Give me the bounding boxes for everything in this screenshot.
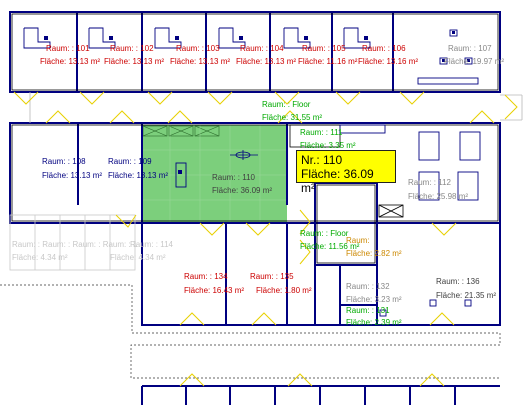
floor-top-name: Raum: : Floor — [262, 100, 311, 109]
room-109-area: Fläche: 13.13 m² — [108, 171, 169, 180]
room-107-area: Fläche: 19.97 m² — [444, 57, 505, 66]
room-135-area: Fläche: 1.80 m² — [256, 286, 312, 295]
room-108-area: Fläche: 13.13 m² — [42, 171, 103, 180]
door-swings — [13, 91, 518, 387]
room-112-area: Fläche: 25.98 m² — [408, 192, 469, 201]
corridor — [29, 92, 523, 123]
room-110-hatch — [142, 125, 220, 137]
ghost-rooms-name: Raum: : Raum: : Raum: : Raum: : 1 — [12, 240, 138, 249]
room-135-name: Raum: : 135 — [250, 272, 294, 281]
room-102-name: Raum: : 102 — [110, 44, 154, 53]
room-111-area: Fläche: 3.35 m² — [300, 141, 356, 150]
floor-top-area: Fläche: 31.55 m² — [262, 113, 323, 122]
furniture-marks — [44, 31, 470, 174]
room-114-area: Fläche: 4.34 m² — [110, 253, 166, 262]
room-101-name: Raum: : 101 — [46, 44, 90, 53]
room-103-name: Raum: : 103 — [176, 44, 220, 53]
room-111-name: Raum: : 111 — [300, 128, 343, 137]
room-136-area: Fläche: 21.35 m² — [436, 291, 497, 300]
ghost-rooms — [9, 214, 136, 271]
room-134-area: Fläche: 16.43 m² — [184, 286, 245, 295]
room-106-area: Fläche: 13.16 m² — [358, 57, 419, 66]
room-104-name: Raum: : 104 — [240, 44, 284, 53]
room-103-area: Fläche: 13.13 m² — [170, 57, 231, 66]
floor-mid-area: Fläche: 11.56 m² — [300, 242, 360, 251]
room-110-area: Fläche: 36.09 m² — [212, 186, 273, 195]
room-105-name: Raum: : 105 — [302, 44, 346, 53]
room-109-name: Raum: : 109 — [108, 157, 152, 166]
room-info-tooltip: Nr.: 110 Fläche: 36.09 m² — [296, 150, 396, 195]
room-101-area: Fläche: 13.13 m² — [40, 57, 101, 66]
site-boundary — [0, 284, 501, 379]
room-small-area: Fläche: 2.82 m² — [346, 249, 402, 258]
inner-walls — [11, 13, 499, 264]
tooltip-number: Nr.: 110 — [301, 153, 343, 167]
room-131-area: Fläche: 2.39 m² — [346, 318, 402, 327]
room-105-area: Fläche: 11.16 m² — [298, 57, 358, 66]
room-102-area: Fläche: 13.13 m² — [104, 57, 165, 66]
room-110-name: Raum: : 110 — [212, 173, 255, 182]
room-106-name: Raum: : 106 — [362, 44, 406, 53]
room-small-name: Raum: — [346, 236, 370, 245]
room-108-name: Raum: : 108 — [42, 157, 86, 166]
room-136-name: Raum: : 136 — [436, 277, 480, 286]
room-134-name: Raum: : 134 — [184, 272, 228, 281]
floor-mid-name: Raum: : Floor — [300, 229, 349, 238]
room-132-name: Raum: : 132 — [346, 282, 390, 291]
fixture-icon — [230, 150, 258, 160]
room-107-name: Raum: : 107 — [448, 44, 492, 53]
room-110-grid — [142, 125, 287, 223]
ghost-rooms-area: Fläche: 4.34 m² — [12, 253, 68, 262]
tooltip-area: Fläche: 36.09 m² — [301, 167, 374, 195]
room-104-area: Fläche: 13.13 m² — [236, 57, 297, 66]
room-131-name: Raum: : 131 — [346, 306, 390, 315]
room-114-name: Raum: : 114 — [130, 240, 173, 249]
furniture — [23, 27, 481, 317]
room-132-area: Fläche: 3.23 m² — [346, 295, 402, 304]
walls — [9, 11, 501, 326]
bottom-wing — [141, 385, 500, 405]
room-110-fill[interactable] — [142, 125, 287, 223]
room-112-name: Raum: : 112 — [408, 178, 451, 187]
